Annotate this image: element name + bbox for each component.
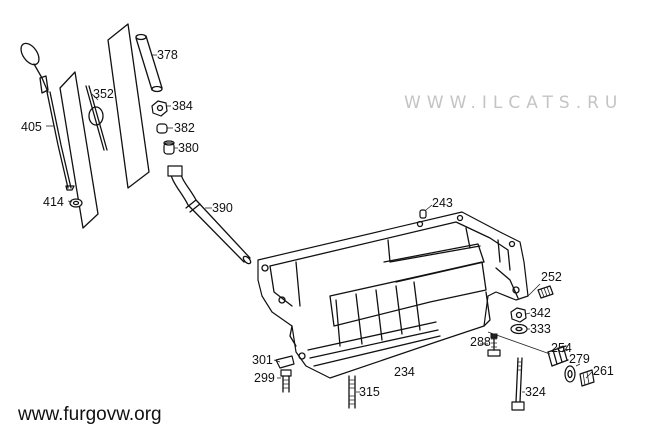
leader-lines [46, 54, 593, 393]
callout-380: 380 [178, 141, 199, 155]
callout-288: 288 [470, 335, 491, 349]
oil-pan-234 [257, 209, 529, 379]
nut-384 [151, 100, 168, 117]
spring-254 [547, 345, 569, 367]
callout-352: 352 [93, 87, 114, 101]
site-url: www.furgovw.org [17, 404, 162, 425]
callout-390: 390 [212, 201, 233, 215]
callout-243: 243 [432, 196, 453, 210]
callout-405: 405 [21, 120, 42, 134]
washer-301 [275, 355, 295, 369]
callout-414: 414 [43, 195, 64, 209]
callout-382: 382 [174, 121, 195, 135]
callout-234: 234 [394, 365, 415, 379]
bolt-299 [280, 369, 292, 393]
callout-261: 261 [593, 364, 614, 378]
callout-254: 254 [551, 341, 572, 355]
callout-301: 301 [252, 353, 273, 367]
bushing-382 [156, 123, 168, 134]
plug-252 [537, 285, 554, 299]
dipstick-405 [20, 42, 75, 191]
callout-252: 252 [541, 270, 562, 284]
callout-384: 384 [172, 99, 193, 113]
callout-315: 315 [359, 385, 380, 399]
guide-tube-390 [167, 165, 252, 265]
callout-378: 378 [157, 48, 178, 62]
washer-333 [510, 323, 528, 335]
tube-panel-414 [59, 71, 108, 229]
callout-333: 333 [530, 322, 551, 336]
callout-342: 342 [530, 306, 551, 320]
callouts: 405 414 352 378 384 382 380 390 243 252 … [21, 48, 614, 399]
watermark: WWW.ILCATS.RU [404, 93, 623, 113]
stud-315 [348, 375, 356, 409]
ring-279 [564, 365, 576, 383]
seal-380 [163, 140, 175, 155]
callout-324: 324 [525, 385, 546, 399]
bolt-288 [487, 333, 501, 357]
callout-299: 299 [254, 371, 275, 385]
bolt-324 [511, 357, 525, 411]
callout-279: 279 [569, 352, 590, 366]
nut-342 [510, 307, 527, 323]
tube-panel-378 [107, 23, 163, 189]
